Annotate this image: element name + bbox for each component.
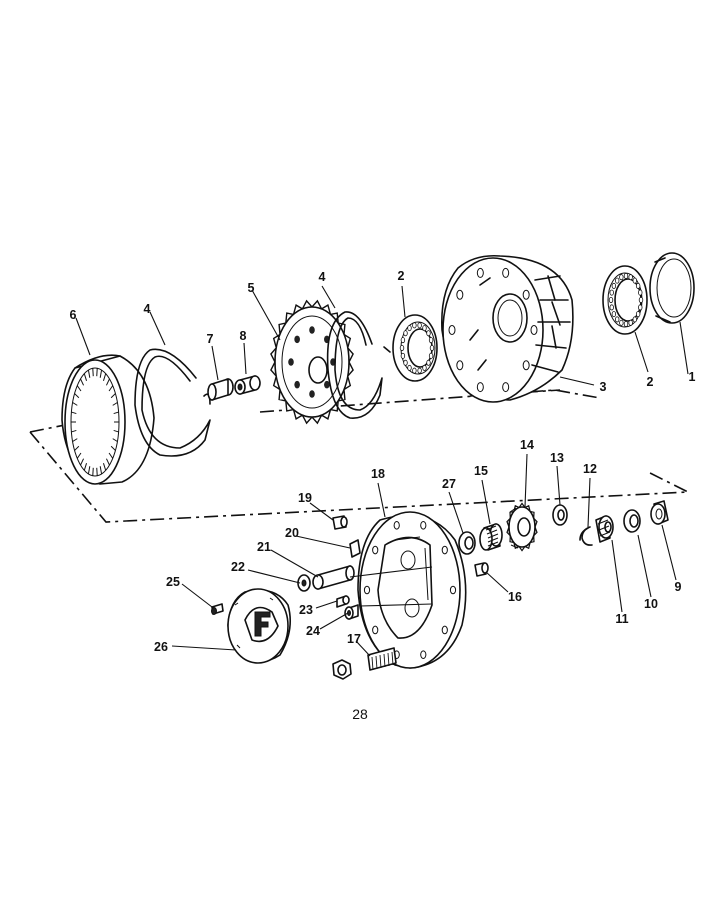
snap-ring-part-12 xyxy=(579,526,593,546)
planet-carrier-part-5 xyxy=(270,299,354,425)
callout-2: 2 xyxy=(398,269,405,283)
snap-ring-part-4-right xyxy=(326,311,391,419)
callout-27: 27 xyxy=(442,477,456,491)
callout-7: 7 xyxy=(207,332,214,346)
callout-24: 24 xyxy=(306,624,320,638)
callout-4: 4 xyxy=(144,302,151,316)
callout-25: 25 xyxy=(166,575,180,589)
washer-part-13 xyxy=(552,504,568,526)
callout-6: 6 xyxy=(70,308,77,322)
nut-part-28 xyxy=(332,659,352,680)
callout-14: 14 xyxy=(520,438,534,452)
bushing-part-8 xyxy=(234,375,261,395)
callout-3: 3 xyxy=(600,380,607,394)
screw-part-25 xyxy=(211,603,224,615)
callout-17: 17 xyxy=(347,632,361,646)
callout-26: 26 xyxy=(154,640,168,654)
callout-10: 10 xyxy=(644,597,658,611)
callout-16: 16 xyxy=(508,590,522,604)
ring-gear-part-6 xyxy=(61,354,155,485)
thrust-washer-part-27 xyxy=(458,531,476,555)
callout-22: 22 xyxy=(231,560,245,574)
bearing-part-2-right xyxy=(602,265,648,335)
bearing-part-11 xyxy=(595,515,614,543)
hub-housing-part-3 xyxy=(441,254,574,403)
leader-lines xyxy=(75,285,689,657)
logo-cover-part-26 xyxy=(227,588,291,664)
planet-shaft-part-21 xyxy=(312,565,355,590)
callout-12: 12 xyxy=(583,462,597,476)
callout-28: 28 xyxy=(352,706,368,722)
needle-bearing-part-15 xyxy=(479,523,503,551)
roll-pin-part-20 xyxy=(349,539,361,558)
bearing-part-2-left xyxy=(392,314,438,382)
bearing-cup-part-1 xyxy=(649,252,695,324)
plug-part-23 xyxy=(336,595,350,608)
spacer-part-9 xyxy=(650,500,669,525)
callout-11: 11 xyxy=(615,612,628,626)
pin-part-7 xyxy=(207,378,234,401)
callout-19: 19 xyxy=(298,491,312,505)
callout-8: 8 xyxy=(240,329,247,343)
cover-plate-part-18 xyxy=(357,511,467,669)
callout-9: 9 xyxy=(675,580,682,594)
callout-18: 18 xyxy=(371,467,385,481)
washer-part-10 xyxy=(623,509,641,533)
callout-2: 2 xyxy=(647,375,654,389)
callout-20: 20 xyxy=(285,526,299,540)
callout-5: 5 xyxy=(248,281,255,295)
callout-13: 13 xyxy=(550,451,564,465)
callout-labels: 1 2 2 3 4 4 5 6 7 8 9 10 11 12 13 14 15 … xyxy=(70,269,696,722)
stud-part-17 xyxy=(367,647,397,671)
callout-4: 4 xyxy=(319,270,326,284)
fitting-part-16 xyxy=(474,562,489,577)
callout-21: 21 xyxy=(257,540,271,554)
callout-1: 1 xyxy=(689,370,696,384)
callout-23: 23 xyxy=(299,603,313,617)
planet-gear-part-14 xyxy=(506,502,538,552)
bushing-part-24 xyxy=(344,604,359,620)
callout-15: 15 xyxy=(474,464,488,478)
dowel-part-19 xyxy=(332,515,348,530)
